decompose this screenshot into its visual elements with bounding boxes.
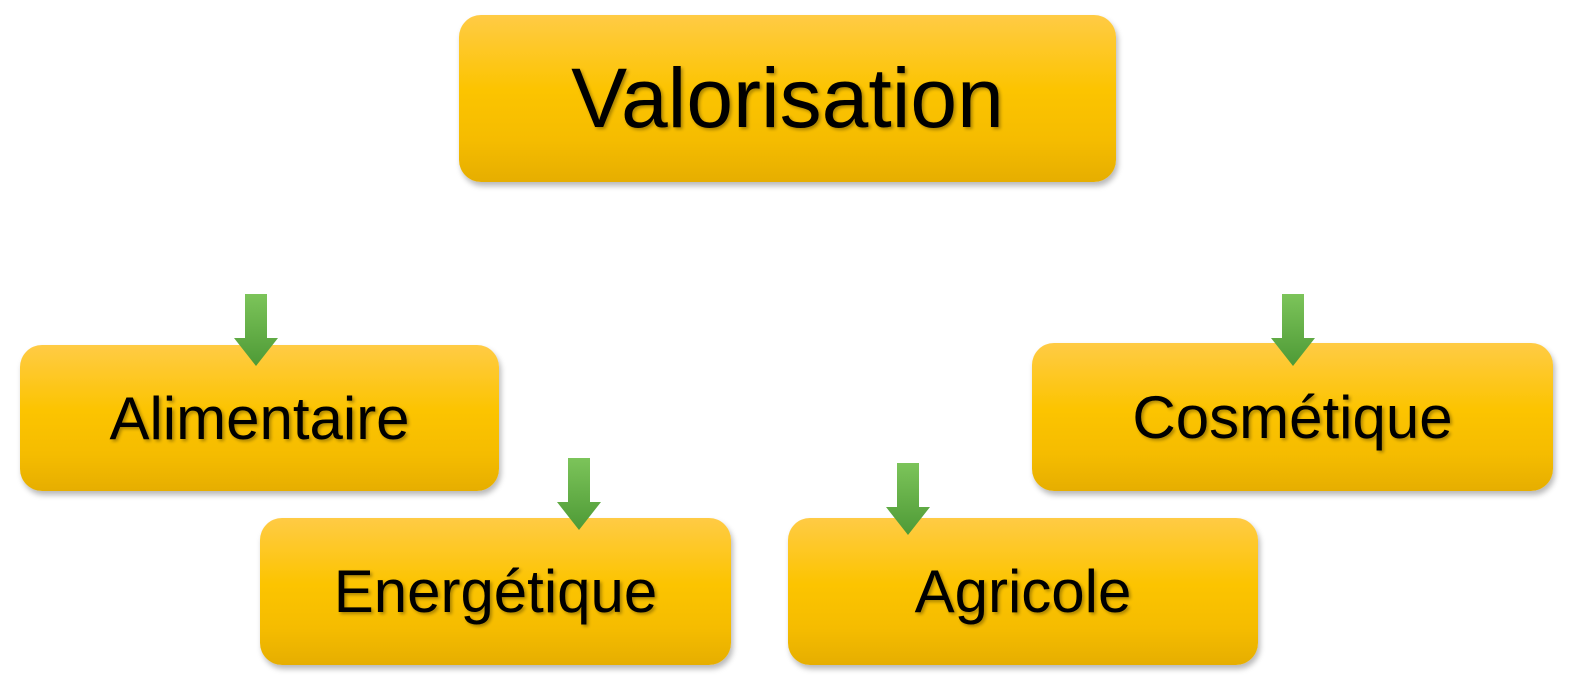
node-cosmetique: Cosmétique: [1032, 343, 1553, 491]
node-label: Cosmétique: [1132, 383, 1453, 451]
node-alimentaire: Alimentaire: [20, 345, 499, 491]
root-node-valorisation: Valorisation: [459, 15, 1116, 182]
arrow-down-icon: [234, 294, 278, 366]
root-node-label: Valorisation: [571, 51, 1004, 145]
node-label: Energétique: [333, 558, 658, 625]
arrow-down-icon: [1271, 294, 1315, 366]
node-label: Alimentaire: [109, 384, 410, 452]
arrow-down-icon: [886, 463, 930, 535]
node-energetique: Energétique: [260, 518, 731, 665]
node-label: Agricole: [914, 558, 1132, 625]
node-agricole: Agricole: [788, 518, 1258, 665]
arrow-down-icon: [557, 458, 601, 530]
